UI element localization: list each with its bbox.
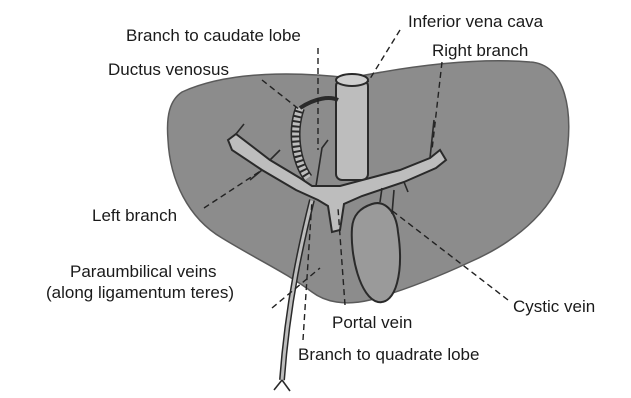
label-branch-to-quadrate-lobe: Branch to quadrate lobe — [298, 345, 479, 364]
label-paraumbilical-veins: Paraumbilical veins — [70, 262, 216, 281]
label-right-branch: Right branch — [432, 41, 528, 60]
label-portal-vein: Portal vein — [332, 313, 412, 332]
label-inferior-vena-cava: Inferior vena cava — [408, 12, 543, 31]
label-cystic-vein: Cystic vein — [513, 297, 595, 316]
inferior-vena-cava-shape — [336, 80, 368, 180]
label-branch-to-caudate-lobe: Branch to caudate lobe — [126, 26, 301, 45]
label-left-branch: Left branch — [92, 206, 177, 225]
label-paraumbilical-veins-note: (along ligamentum teres) — [46, 283, 234, 302]
label-ductus-venosus: Ductus venosus — [108, 60, 229, 79]
